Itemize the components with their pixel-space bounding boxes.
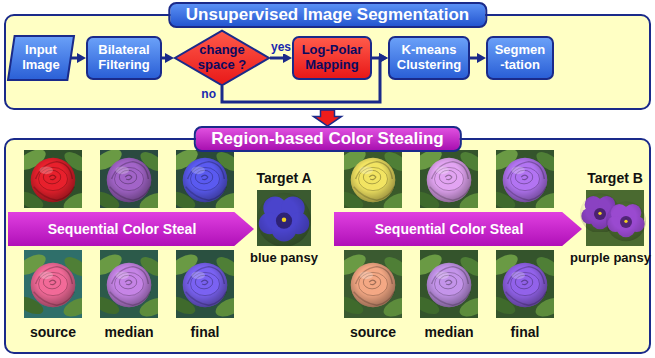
node-text: Sequential Color Steal — [375, 221, 524, 237]
step-label: median — [424, 324, 473, 341]
target-label: Target A — [256, 170, 311, 187]
process-box: Segmen -tation — [486, 36, 554, 80]
stage-panel: Unsupervised Image SegmentationInput Ima… — [4, 14, 651, 110]
band-outline — [334, 212, 582, 246]
process-box: Bilateral Filtering — [86, 36, 162, 80]
step-label: median — [104, 324, 153, 341]
edge-label: no — [200, 88, 217, 101]
step-label: source — [30, 324, 76, 341]
node-text: Segmen -tation — [492, 43, 548, 73]
process-box: K-means Clustering — [388, 36, 470, 80]
image-caption: blue pansy — [250, 250, 318, 266]
node-text: change space ? — [192, 43, 252, 73]
arrow-band: Sequential Color Steal — [334, 212, 582, 246]
diamond-outline — [175, 31, 269, 86]
decision-diamond: change space ? — [174, 30, 270, 86]
block-arrow — [314, 110, 342, 126]
step-label: source — [350, 324, 396, 341]
node-text: Input Image — [18, 43, 64, 73]
panel-title: Unsupervised Image Segmentation — [168, 2, 487, 28]
para-outline — [8, 36, 74, 80]
image-caption: purple pansy — [570, 250, 651, 266]
target-label: Target B — [587, 170, 643, 187]
node-text: Log-Polar Mapping — [298, 43, 366, 73]
block-arrow-shape — [314, 110, 342, 126]
process-box: Log-Polar Mapping — [292, 36, 372, 80]
panel-title: Region-based Color Stealing — [193, 126, 461, 152]
node-text: K-means Clustering — [394, 43, 464, 73]
input-parallelogram: Input Image — [8, 36, 74, 80]
node-text: Sequential Color Steal — [48, 221, 197, 237]
step-label: final — [191, 324, 220, 341]
node-text: Bilateral Filtering — [92, 43, 156, 73]
arrow-band: Sequential Color Steal — [8, 212, 254, 246]
step-label: final — [511, 324, 540, 341]
band-outline — [8, 212, 254, 246]
edge-label: yes — [270, 41, 292, 54]
stage-panel: Region-based Color StealingSequential Co… — [4, 138, 651, 354]
